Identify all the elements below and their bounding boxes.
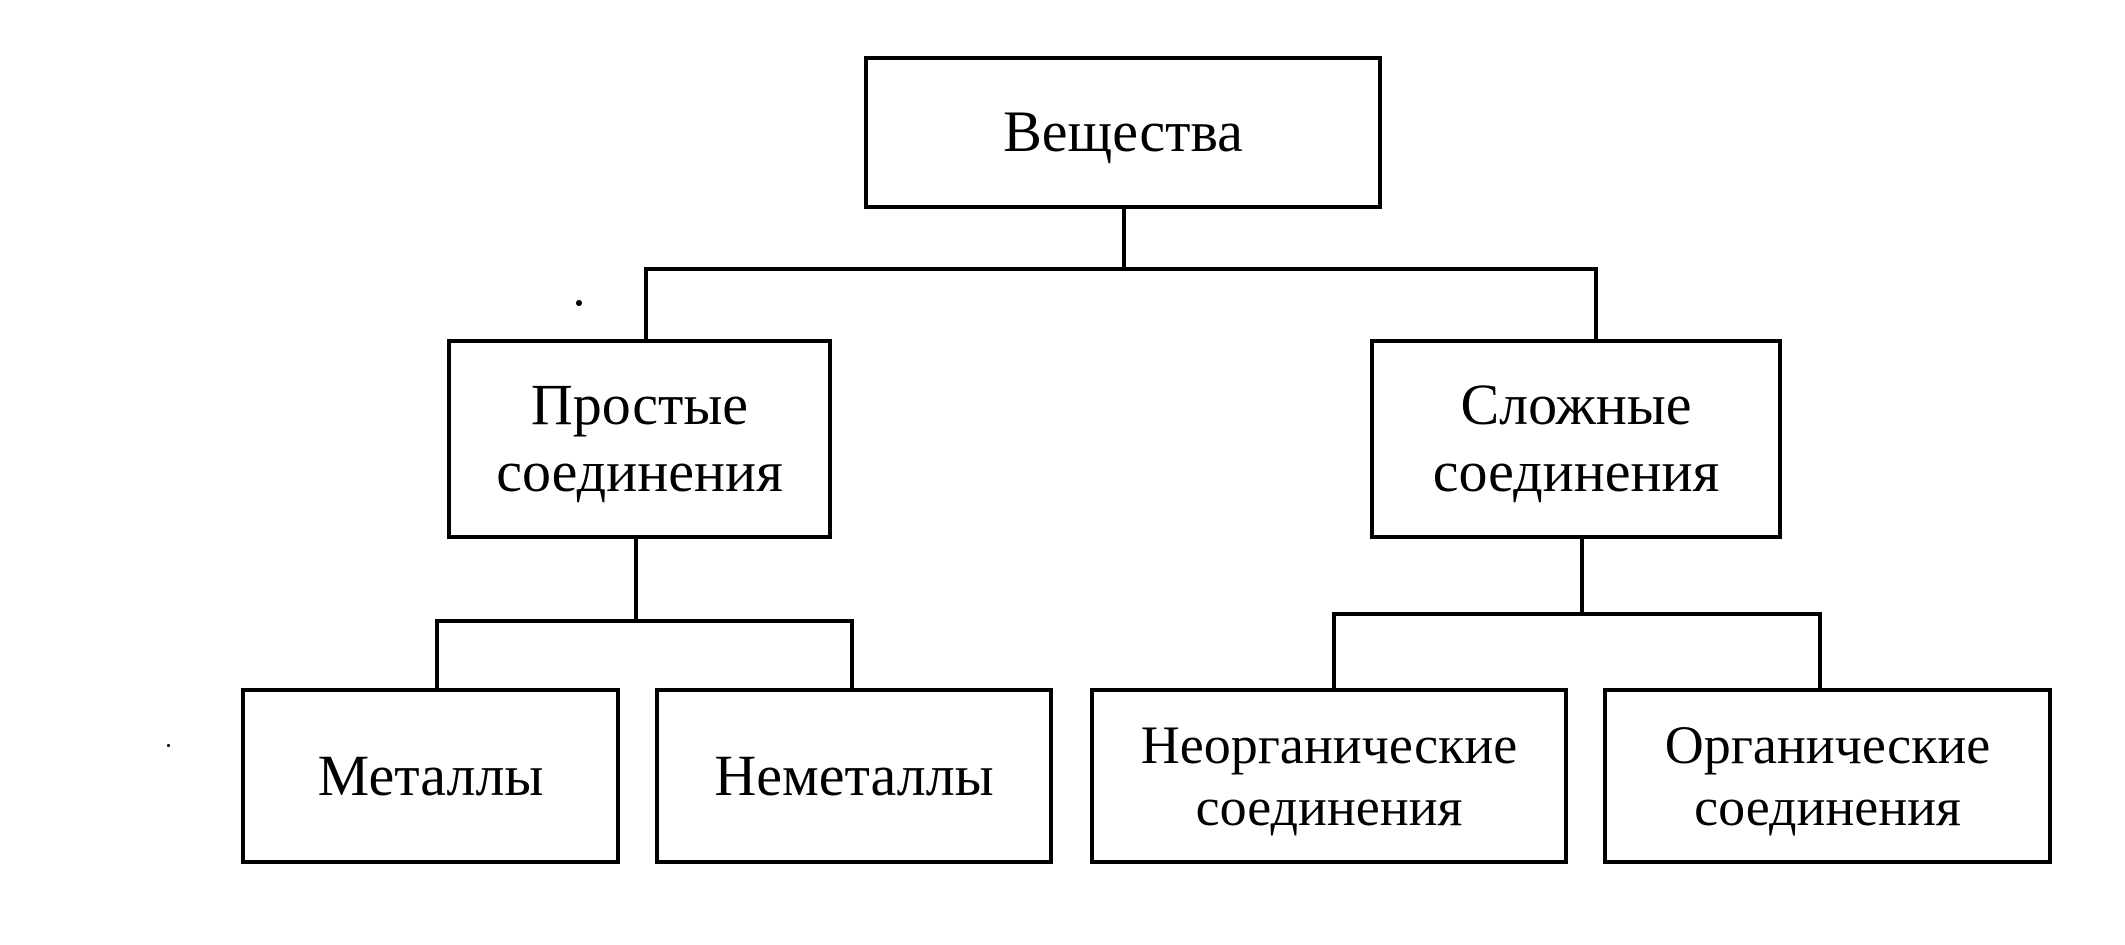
node-complex-compounds: Сложные соединения [1370, 339, 1782, 539]
node-nonmetals: Неметаллы [655, 688, 1053, 864]
node-substances-label: Вещества [1003, 99, 1243, 165]
node-simple-compounds: Простые соединения [447, 339, 832, 539]
scan-speck [167, 744, 170, 747]
node-organic-compounds: Органические соединения [1603, 688, 2052, 864]
node-organic-compounds-label: Органические соединения [1664, 714, 1991, 837]
node-metals-label: Металлы [317, 742, 544, 808]
scan-speck [576, 300, 582, 306]
node-complex-compounds-label: Сложные соединения [1432, 372, 1720, 504]
node-nonmetals-label: Неметаллы [714, 742, 994, 808]
node-metals: Металлы [241, 688, 620, 864]
node-simple-compounds-label: Простые соединения [496, 372, 783, 504]
node-inorganic-compounds: Неорганические соединения [1090, 688, 1568, 864]
node-substances: Вещества [864, 56, 1382, 209]
node-inorganic-compounds-label: Неорганические соединения [1140, 714, 1518, 837]
